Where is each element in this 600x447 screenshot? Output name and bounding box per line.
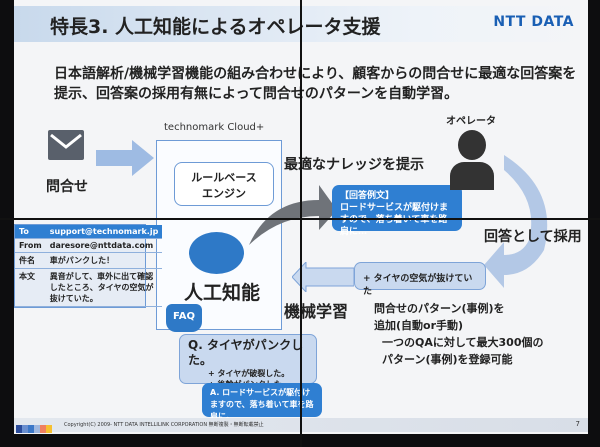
envelope-icon [48, 130, 84, 160]
ml-description: 問合せのパターン(事例)を 追加(自動or手動) 一つのQAに対して最大300個… [374, 300, 544, 368]
mail-field-label: 件名 [15, 252, 46, 269]
optimal-knowledge-label: 最適なナレッジを提示 [284, 157, 424, 173]
operator-label: オペレータ [446, 116, 496, 127]
curved-arrow-icon [249, 185, 337, 245]
copyright: Copyright(C) 2009- NTT DATA INTELLILINK … [64, 422, 264, 428]
arrow-left-icon [292, 262, 354, 292]
ml-desc-line: パターン(事例)を登録可能 [382, 353, 513, 366]
ml-desc-line: 追加(自動or手動) [374, 319, 464, 332]
answer-example-text: ロードサービスが駆付けますので、落ち着いて車を路肩に… [340, 203, 449, 237]
mail-field-value: support@technomark.jp [45, 225, 163, 239]
arrow-right-icon [96, 140, 154, 176]
answer-example-heading: 【回答例文】 [340, 191, 395, 201]
display-seam [0, 218, 600, 220]
faq-question: Q. タイヤがパンクした。 [188, 338, 304, 367]
added-pattern-box: + タイヤの空気が抜けていた [354, 262, 486, 297]
mail-field-label: From [15, 238, 46, 253]
ml-desc-line: 問合せのパターン(事例)を [374, 302, 505, 315]
page-number: 7 [575, 420, 580, 428]
machine-learning-label: 機械学習 [284, 302, 349, 321]
return-arrow-icon [484, 155, 548, 288]
rule-engine: ルールベース エンジン [174, 162, 274, 206]
ntt-data-logo: NTT DATA [493, 14, 574, 30]
ml-desc-line: 一つのQAに対して最大300個の [382, 336, 544, 349]
answer-example-box: 【回答例文】 ロードサービスが駆付けますので、落ち着いて車を路肩に… [332, 185, 462, 237]
mail-field-value: daresore@nttdata.com [45, 238, 163, 253]
slide-title: 特長3. 人工知能によるオペレータ支援 [50, 16, 381, 38]
mail-field-label: To [15, 225, 46, 239]
mail-field-value: 車がパンクした！ [45, 252, 163, 269]
intro-text: 日本語解析/機械学習機能の組み合わせにより、顧客からの問合せに最適な回答案を提示… [54, 66, 577, 102]
ai-label: 人工知能 [184, 282, 261, 304]
mail-field-label: 本文 [15, 268, 46, 307]
mail-field-value: 異音がして、車外に出て確認したところ、タイヤの空気が抜けていた。 [45, 268, 163, 307]
operator-headset-icon [450, 130, 494, 190]
display-seam [300, 0, 302, 447]
technomark-logo: technomark Cloud+ [164, 122, 265, 133]
adopted-label: 回答として採用 [484, 229, 582, 245]
inquiry-label: 問合せ [46, 179, 88, 195]
faq-answer-box: A. ロードサービスが駆付けますので、落ち着いて車を路肩に。 [202, 383, 322, 421]
brain-icon [189, 232, 244, 274]
faq-database-icon: FAQ [166, 304, 202, 332]
faq-pattern: + タイヤが破裂した。 [208, 369, 290, 378]
faq-question-box: Q. タイヤがパンクした。 + タイヤが破裂した。 + 後輪がパンクした [179, 334, 317, 389]
